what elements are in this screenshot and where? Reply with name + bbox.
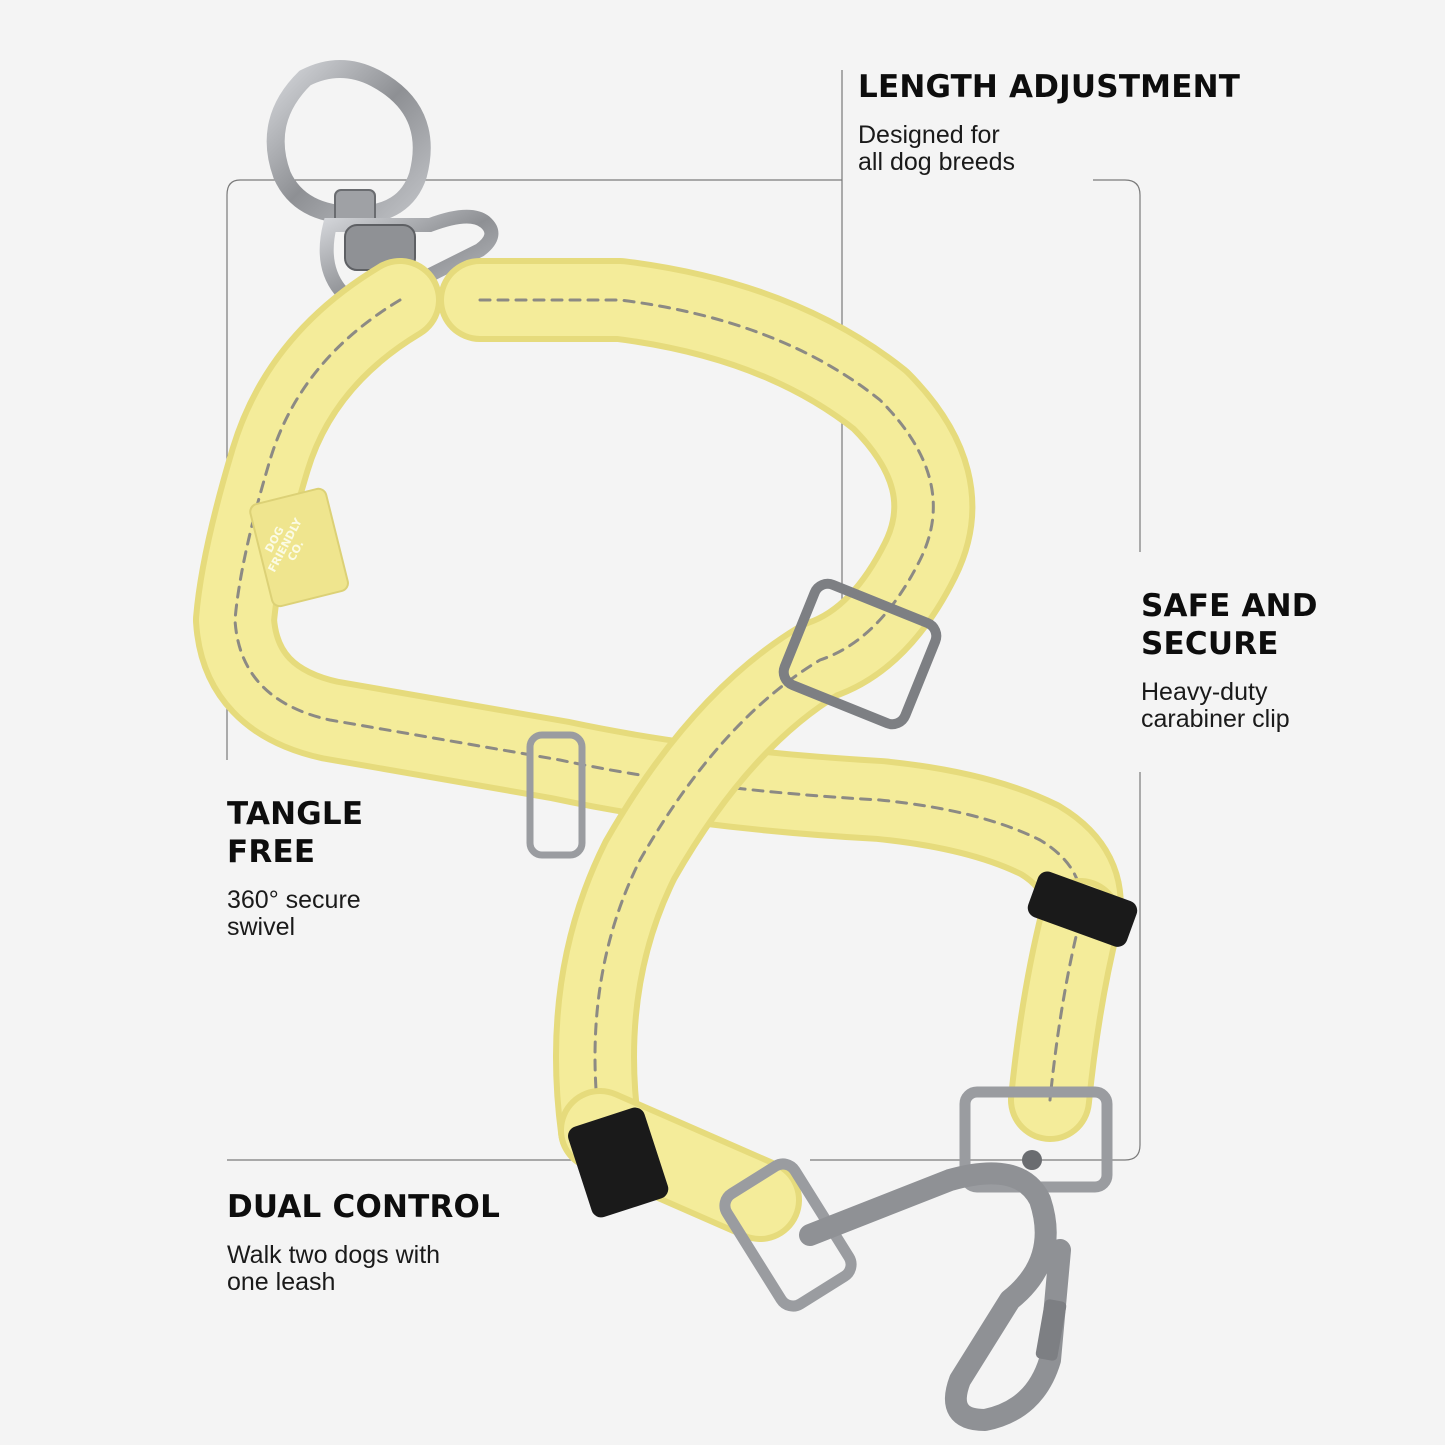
adjuster-buckle bbox=[778, 578, 942, 730]
callout-line-top bbox=[226, 179, 842, 760]
callout-line-right-lower bbox=[810, 772, 1141, 1161]
feature-title: SAFE AND SECURE bbox=[1141, 588, 1318, 662]
brand-patch bbox=[249, 487, 349, 608]
rubber-stopper-right bbox=[1027, 871, 1138, 947]
feature-description: 360° secure swivel bbox=[227, 886, 361, 941]
feature-length-adjustment: LENGTH ADJUSTMENT Designed for all dog b… bbox=[858, 68, 1240, 176]
feature-title: LENGTH ADJUSTMENT bbox=[858, 69, 1241, 105]
callout-lines bbox=[226, 70, 1141, 1161]
feature-description: Designed for all dog breeds bbox=[858, 121, 1016, 176]
callout-line-right bbox=[1093, 179, 1141, 552]
feature-title: DUAL CONTROL bbox=[227, 1189, 501, 1225]
feature-safe-and-secure: SAFE AND SECURE Heavy-duty carabiner cli… bbox=[1141, 587, 1318, 733]
rubber-stopper-left bbox=[568, 1107, 669, 1218]
feature-description: Walk two dogs with one leash bbox=[227, 1241, 441, 1296]
carabiner-clip bbox=[719, 1086, 1113, 1431]
leash-strap bbox=[193, 258, 1124, 1242]
feature-dual-control: DUAL CONTROL Walk two dogs with one leas… bbox=[227, 1188, 500, 1296]
feature-description: Heavy-duty carabiner clip bbox=[1141, 678, 1290, 733]
feature-title: TANGLE FREE bbox=[227, 796, 364, 870]
feature-tangle-free: TANGLE FREE 360° secure swivel bbox=[227, 795, 363, 941]
strap-keeper bbox=[526, 731, 586, 859]
